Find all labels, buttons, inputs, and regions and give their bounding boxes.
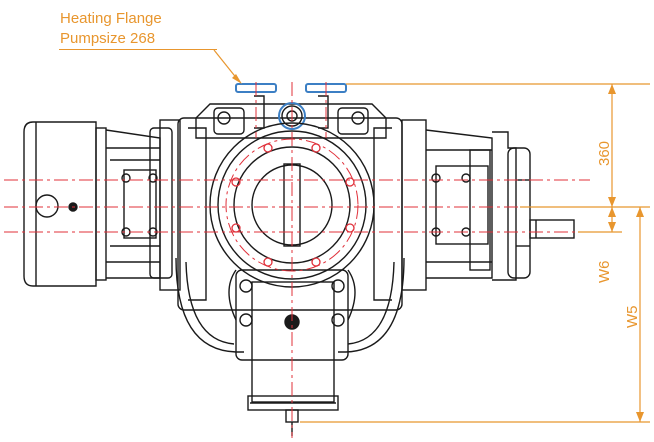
bearing-housing [492,131,531,281]
dimension-lines [213,49,650,423]
left-lantern [105,119,181,291]
dimension-w6-label: W6 [596,260,613,284]
callout-pumpsize: Pumpsize 268 [60,30,156,47]
left-motor [23,121,107,287]
dimension-w5-label: W5 [624,305,641,329]
dimension-360-label: 360 [596,140,613,166]
motor-bolt [35,194,59,218]
dimension-arrows [232,74,644,422]
right-lantern [401,119,493,291]
centerlines [4,82,600,438]
flange-bolt [231,143,355,267]
heating-flange-block [195,95,387,139]
callout-heating-flange: Heating Flange [60,10,162,27]
drive-shaft [529,219,575,239]
callout-underline [59,49,217,50]
